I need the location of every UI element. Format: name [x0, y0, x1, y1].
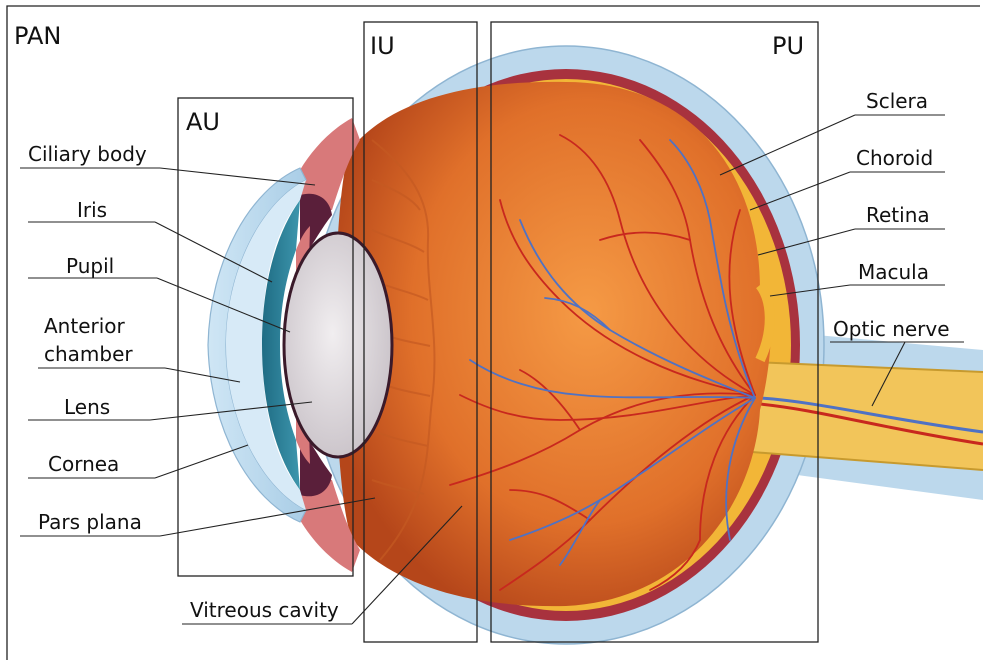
label-retina: Retina	[866, 203, 930, 227]
label-pupil: Pupil	[66, 254, 114, 278]
label-anterior-chamber-line1: Anterior	[44, 314, 126, 338]
label-vitreous-cavity: Vitreous cavity	[190, 598, 339, 622]
region-label-pu: PU	[772, 32, 804, 60]
label-choroid: Choroid	[856, 146, 933, 170]
label-anterior-chamber-line2: chamber	[44, 342, 133, 366]
lens	[284, 233, 392, 457]
vitreous-cavity	[335, 82, 771, 606]
label-pars-plana: Pars plana	[38, 510, 142, 534]
label-sclera: Sclera	[866, 89, 928, 113]
eyeball	[208, 46, 983, 644]
region-label-pan: PAN	[14, 22, 61, 50]
label-cornea: Cornea	[48, 452, 119, 476]
label-macula: Macula	[858, 260, 929, 284]
region-label-iu: IU	[370, 32, 395, 60]
label-iris: Iris	[77, 198, 107, 222]
region-label-au: AU	[186, 108, 220, 136]
label-lens: Lens	[64, 395, 110, 419]
label-optic-nerve: Optic nerve	[833, 317, 950, 341]
label-ciliary-body: Ciliary body	[28, 142, 147, 166]
